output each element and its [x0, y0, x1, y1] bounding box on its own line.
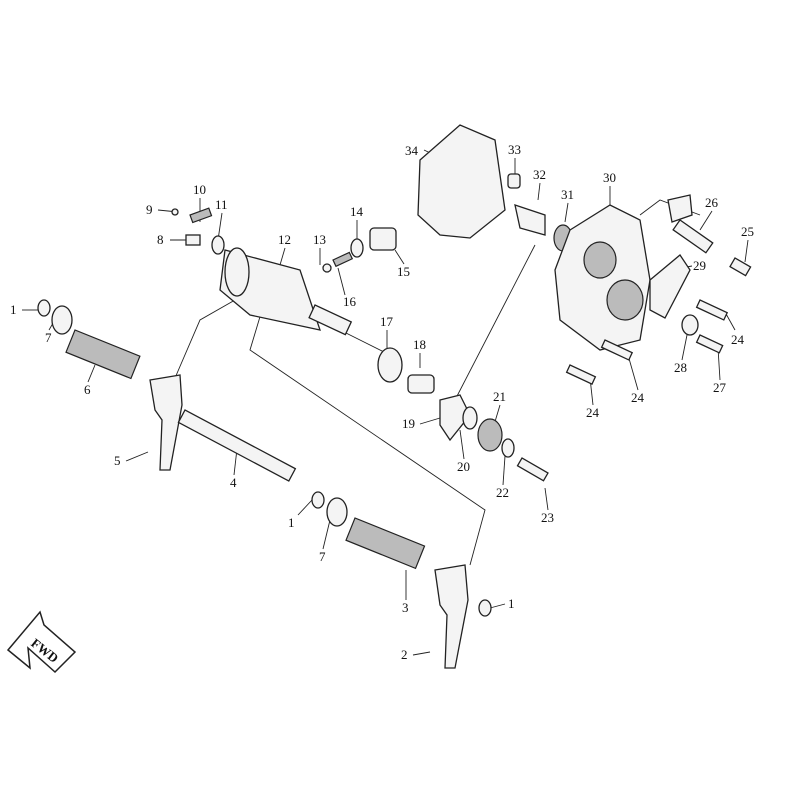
callout-7: 7 [45, 330, 52, 345]
circlip [37, 299, 51, 317]
callout-20: 20 [457, 459, 470, 474]
callout-12: 12 [278, 232, 291, 247]
callout-24: 24 [631, 390, 645, 405]
drum-shaft [308, 304, 353, 336]
callout-32: 32 [533, 167, 546, 182]
callout-9: 9 [146, 202, 153, 217]
stopper [377, 347, 403, 383]
callout-10: 10 [193, 182, 206, 197]
callout-28: 28 [674, 360, 687, 375]
cover-bore [583, 241, 617, 279]
callout-18: 18 [413, 337, 426, 352]
gasket [417, 124, 506, 239]
circlip [478, 599, 492, 617]
callout-25: 25 [741, 224, 754, 239]
bushing [369, 227, 397, 251]
callout-15: 15 [397, 264, 410, 279]
callout-1: 1 [288, 515, 295, 530]
shift-fork [149, 374, 183, 471]
cover-bore [606, 279, 644, 321]
leader-lines [22, 149, 749, 656]
callout-5: 5 [114, 453, 121, 468]
callout-22: 22 [496, 485, 509, 500]
washer [681, 314, 699, 336]
callout-21: 21 [493, 389, 506, 404]
callout-26: 26 [705, 195, 719, 210]
fork-shaft [177, 409, 297, 482]
callout-23: 23 [541, 510, 554, 525]
parts [37, 124, 752, 669]
spring [65, 329, 141, 380]
callout-31: 31 [561, 187, 574, 202]
callout-1: 1 [508, 596, 515, 611]
spring [332, 251, 354, 268]
callout-13: 13 [313, 232, 326, 247]
bolt [600, 339, 634, 361]
collar [51, 305, 73, 335]
callout-17: 17 [380, 314, 394, 329]
sensor [667, 194, 693, 223]
callout-7: 7 [319, 549, 326, 564]
callout-1: 1 [10, 302, 17, 317]
shift-fork [434, 564, 469, 669]
spring [477, 418, 503, 452]
callout-34: 34 [405, 143, 419, 158]
bracket [649, 254, 691, 319]
bolt [695, 299, 729, 321]
o-ring [350, 238, 364, 258]
ball [171, 208, 179, 216]
shift-shaft [514, 204, 546, 236]
callout-33: 33 [508, 142, 521, 157]
shift-arm [439, 394, 471, 442]
callout-30: 30 [603, 170, 616, 185]
callout-6: 6 [84, 382, 91, 397]
circlip [311, 491, 325, 509]
ball [322, 263, 332, 273]
spring [189, 207, 213, 224]
collar [326, 497, 348, 527]
bolt [729, 257, 752, 277]
bolt [565, 364, 597, 385]
washer [501, 438, 515, 458]
callout-8: 8 [157, 232, 164, 247]
dowel-pin [507, 173, 521, 189]
spring [345, 517, 426, 570]
fwd-arrow-icon: FWD [6, 610, 77, 674]
sensor-body [672, 219, 714, 254]
callout-19: 19 [402, 416, 415, 431]
callout-27: 27 [713, 380, 727, 395]
callout-16: 16 [343, 294, 357, 309]
bolt [516, 457, 549, 482]
callout-24: 24 [586, 405, 600, 420]
callout-2: 2 [401, 647, 408, 662]
washer [211, 235, 225, 255]
plunger [185, 234, 201, 246]
callout-4: 4 [230, 475, 237, 490]
callout-11: 11 [215, 197, 228, 212]
callout-3: 3 [402, 600, 409, 615]
bolt [695, 334, 724, 354]
drum-end [224, 247, 250, 297]
callout-29: 29 [693, 258, 706, 273]
callout-24: 24 [731, 332, 745, 347]
collar [407, 374, 435, 394]
callout-14: 14 [350, 204, 364, 219]
washer [462, 406, 478, 430]
